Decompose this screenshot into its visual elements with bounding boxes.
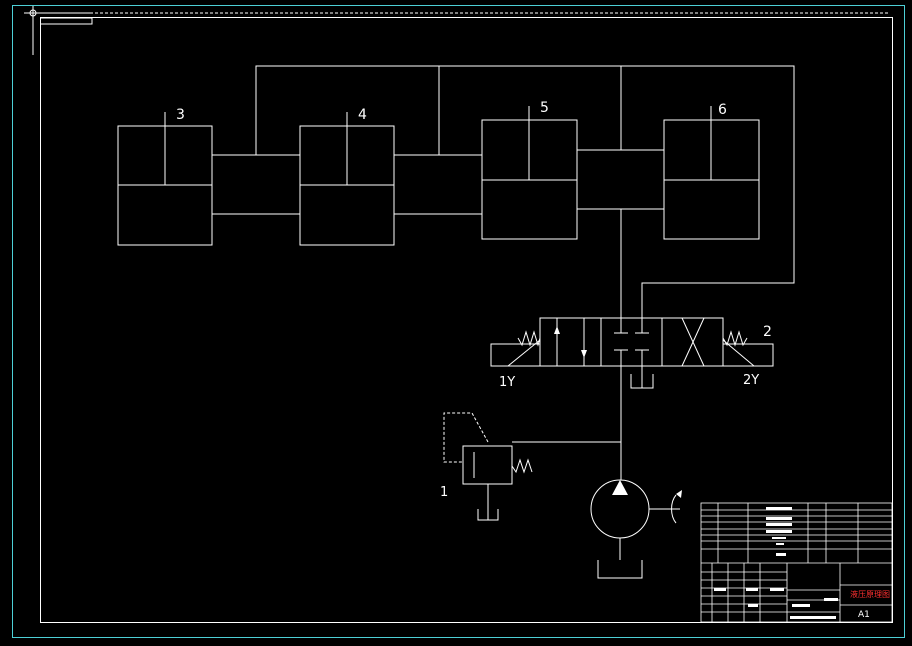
valve-label: 2 (763, 324, 772, 340)
cylinder-6-label: 6 (718, 102, 727, 118)
title-block (700, 502, 893, 623)
spring-relief-icon (511, 458, 533, 474)
rotation-arrow-icon (676, 490, 682, 498)
tank-pump-icon (597, 560, 643, 579)
drawing-title: 液压原理图 (850, 589, 890, 599)
spring-left-icon (517, 330, 541, 347)
cylinder-4-label: 4 (358, 107, 367, 123)
solenoid-left-box (490, 343, 541, 367)
ucs-icon (24, 6, 93, 55)
sheet-size: A1 (858, 610, 870, 620)
cylinder-5-label: 5 (540, 100, 549, 116)
title-block-fills (714, 507, 838, 619)
pipeline-network (117, 65, 795, 579)
solenoid-right-label: 2Y (743, 373, 759, 388)
pump-arrow-icon (612, 480, 628, 495)
solenoid-left-label: 1Y (499, 375, 515, 390)
relief-valve (462, 445, 513, 485)
cylinder-3-label: 3 (176, 107, 185, 123)
relief-valve-label: 1 (440, 485, 448, 500)
solenoid-right-box (722, 343, 774, 367)
spring-right-icon (722, 330, 748, 347)
directional-valve (539, 317, 724, 367)
tank-relief-icon (477, 509, 499, 521)
outer-frame (12, 5, 905, 638)
inner-frame (40, 17, 893, 623)
